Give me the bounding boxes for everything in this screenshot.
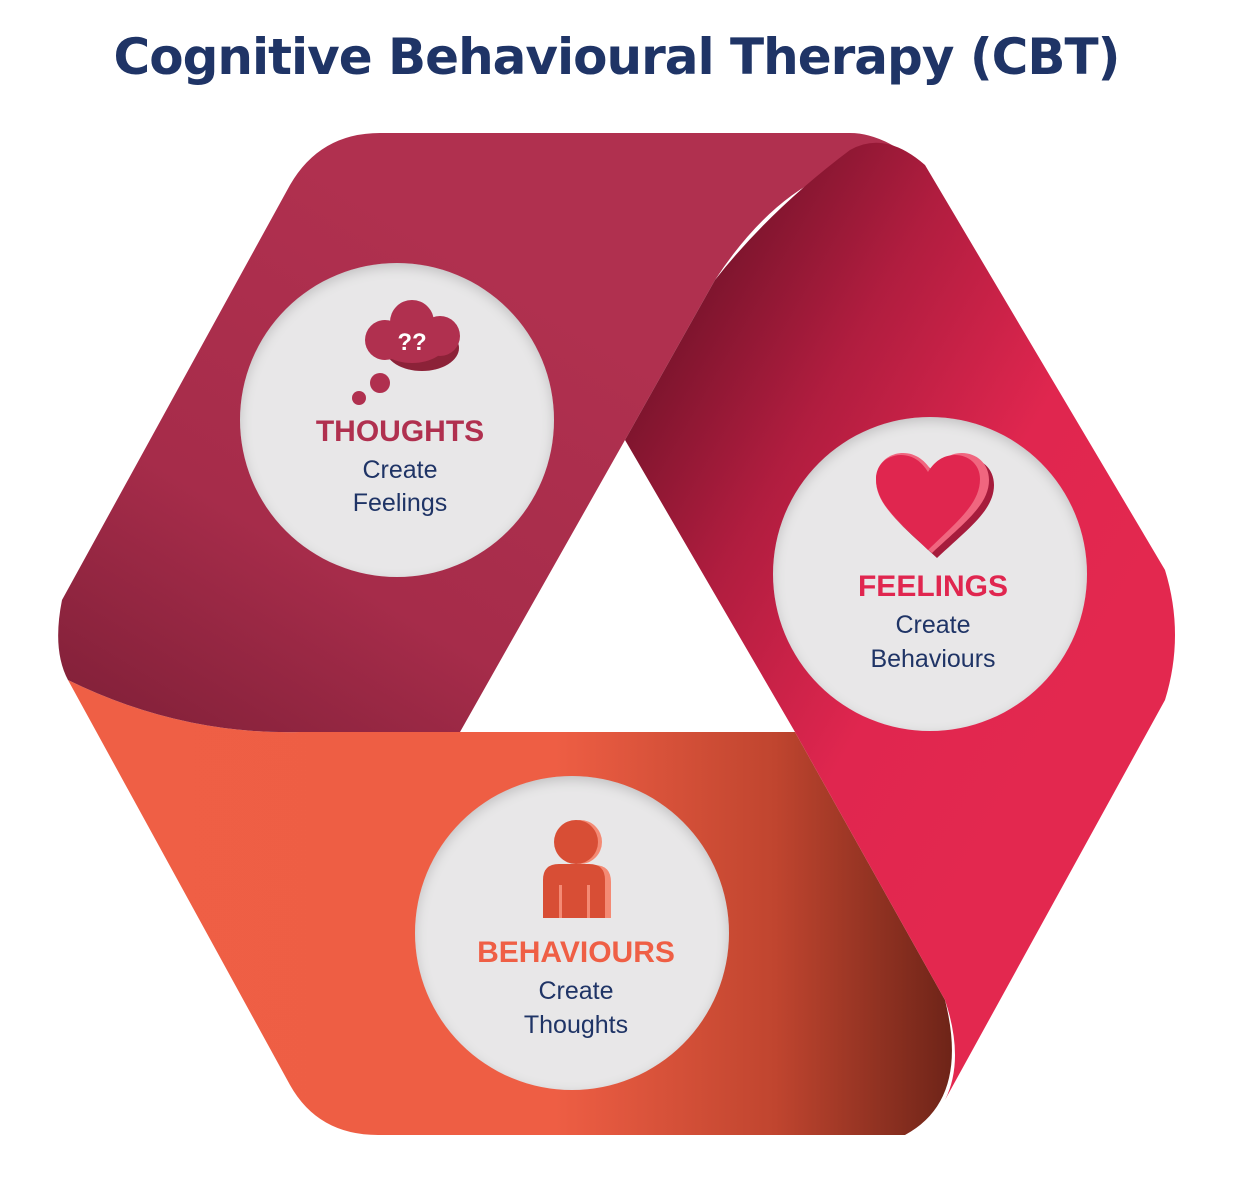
thoughts-line2: Feelings	[353, 489, 448, 517]
thoughts-node: ?? THOUGHTS Create Feelings	[240, 263, 554, 577]
thoughts-circle	[240, 263, 554, 577]
behaviours-heading: BEHAVIOURS	[477, 936, 675, 969]
behaviours-circle	[415, 776, 729, 1090]
heart-icon	[876, 453, 994, 558]
feelings-line2: Behaviours	[870, 645, 995, 673]
feelings-heading: FEELINGS	[858, 570, 1008, 603]
question-marks: ??	[397, 329, 426, 356]
thoughts-heading: THOUGHTS	[316, 415, 484, 448]
feelings-circle	[773, 417, 1087, 731]
page-title: Cognitive Behavioural Therapy (CBT)	[113, 28, 1121, 86]
thoughts-line1: Create	[362, 456, 437, 484]
feelings-node: FEELINGS Create Behaviours	[773, 417, 1087, 731]
thought-cloud-icon: ??	[352, 300, 460, 405]
behaviours-line2: Thoughts	[524, 1011, 628, 1039]
behaviours-node: BEHAVIOURS Create Thoughts	[415, 776, 729, 1090]
behaviours-line1: Create	[538, 977, 613, 1005]
person-icon	[543, 820, 611, 918]
feelings-line1: Create	[895, 611, 970, 639]
